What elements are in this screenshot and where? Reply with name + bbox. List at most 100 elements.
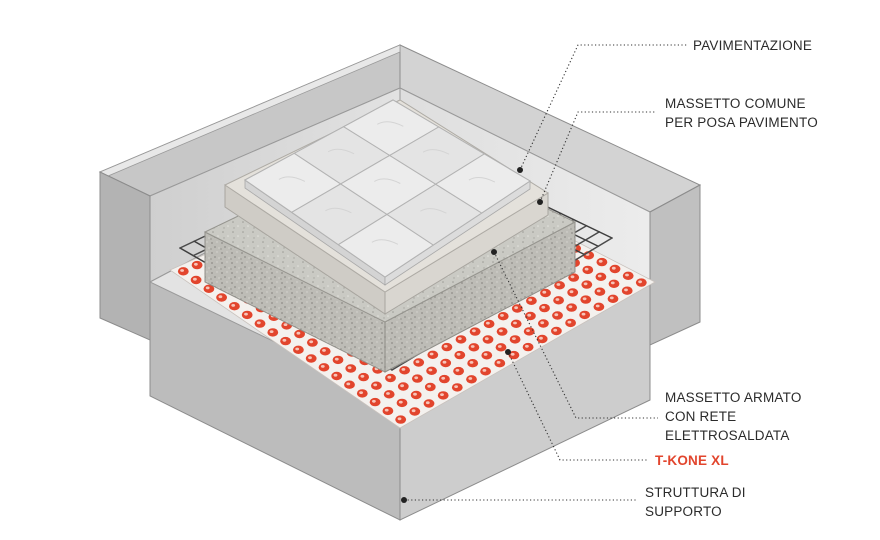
- membrane-cone: [581, 280, 593, 289]
- membrane-cone: [331, 371, 343, 381]
- label-pavimentazione: PAVIMENTAZIONE: [693, 38, 812, 53]
- membrane-cone: [203, 284, 215, 293]
- membrane-cone: [621, 286, 633, 295]
- membrane-cone: [190, 275, 202, 285]
- label-massetto-comune-line2: PER POSA PAVIMENTO: [665, 115, 818, 130]
- tile-marble-vein: [420, 208, 447, 214]
- tile-marble-vein: [377, 121, 404, 127]
- membrane-cone: [399, 366, 410, 375]
- label-tkone-xl: T-KONE XL: [655, 453, 729, 468]
- membrane-cone: [523, 327, 535, 336]
- membrane-cone: [622, 271, 634, 280]
- membrane-cone: [481, 351, 493, 360]
- membrane-cone: [566, 303, 577, 312]
- membrane-cone: [494, 359, 506, 368]
- membrane-cone: [358, 372, 369, 382]
- label-massetto-comune-line1: MASSETTO COMUNE: [665, 96, 806, 111]
- membrane-cone: [568, 273, 580, 282]
- membrane-cone: [554, 281, 565, 290]
- membrane-cone: [382, 406, 394, 416]
- membrane-cone: [332, 355, 344, 365]
- membrane-cone: [509, 335, 521, 344]
- membrane-cone: [426, 366, 437, 375]
- membrane-cone: [409, 407, 421, 416]
- membrane-cone: [497, 312, 509, 321]
- label-struttura-line1: STRUTTURA DI: [645, 485, 746, 500]
- membrane-cone: [455, 335, 467, 344]
- membrane-cone: [294, 329, 305, 339]
- membrane-cone: [607, 294, 619, 303]
- membrane-cone: [482, 335, 494, 344]
- membrane-cone: [395, 415, 407, 424]
- membrane-cone: [345, 364, 357, 373]
- tile-marble-vein: [422, 149, 450, 155]
- membrane-cone: [383, 390, 395, 399]
- membrane-cone: [538, 319, 549, 328]
- membrane-cone: [318, 363, 330, 372]
- label-massetto-armato-line1: MASSETTO ARMATO: [665, 390, 802, 405]
- membrane-cone: [467, 359, 479, 368]
- label-struttura-line2: SUPPORTO: [645, 504, 722, 519]
- membrane-cone: [423, 399, 435, 408]
- membrane-cone: [307, 338, 318, 347]
- membrane-cone: [495, 343, 507, 352]
- membrane-cone: [305, 354, 317, 363]
- membrane-cone: [216, 293, 228, 302]
- membrane-cone: [594, 287, 606, 296]
- membrane-cone: [441, 342, 453, 352]
- membrane-cone: [526, 296, 537, 305]
- tile-marble-vein: [278, 176, 306, 182]
- tile-marble-vein: [371, 239, 399, 245]
- membrane-cone: [567, 288, 579, 297]
- membrane-cone: [510, 319, 522, 328]
- membrane-cone: [451, 383, 463, 392]
- membrane-cone: [369, 397, 381, 407]
- membrane-cone: [439, 374, 450, 384]
- membrane-cone: [596, 257, 608, 267]
- membrane-cone: [553, 296, 564, 305]
- membrane-cone: [319, 347, 331, 356]
- tile-marble-vein: [325, 207, 352, 214]
- membrane-cone: [608, 279, 620, 288]
- membrane-cone: [483, 319, 495, 329]
- membrane-cone: [580, 295, 592, 304]
- membrane-cone: [427, 350, 439, 359]
- membrane-cone: [440, 358, 452, 368]
- membrane-cone: [551, 326, 562, 336]
- membrane-cone: [371, 381, 382, 390]
- membrane-cone: [241, 310, 253, 320]
- membrane-cone: [468, 343, 480, 352]
- membrane-cone: [579, 310, 591, 320]
- membrane-cone: [229, 302, 240, 311]
- membrane-cone: [635, 278, 647, 287]
- membrane-cone: [437, 391, 449, 400]
- membrane-cone: [453, 366, 464, 376]
- membrane-cone: [385, 373, 396, 383]
- membrane-cone: [177, 267, 189, 276]
- membrane-cone: [552, 311, 563, 320]
- membrane-cone: [496, 327, 508, 336]
- membrane-cone: [280, 336, 291, 346]
- membrane-cone: [469, 327, 481, 336]
- membrane-cone: [539, 303, 550, 313]
- tile-grid: [244, 99, 531, 278]
- tile-marble-vein: [468, 177, 496, 183]
- membrane-cone: [609, 264, 621, 274]
- leader-lines: [401, 44, 688, 503]
- membrane-cone: [480, 367, 491, 376]
- membrane-cone: [536, 334, 548, 344]
- membrane-cone: [582, 265, 594, 275]
- label-massetto-armato-line2: CON RETE: [665, 409, 736, 424]
- membrane-cone: [267, 328, 279, 337]
- floor-tile: [434, 153, 531, 214]
- membrane-cone: [595, 272, 607, 281]
- label-massetto-armato-line3: ELETTROSALDATA: [665, 428, 790, 443]
- membrane-cone: [254, 319, 266, 328]
- membrane-cone: [454, 350, 466, 360]
- membrane-cone: [466, 375, 477, 384]
- membrane-cone: [412, 374, 423, 383]
- membrane-cone: [508, 350, 520, 360]
- membrane-cone: [191, 260, 203, 270]
